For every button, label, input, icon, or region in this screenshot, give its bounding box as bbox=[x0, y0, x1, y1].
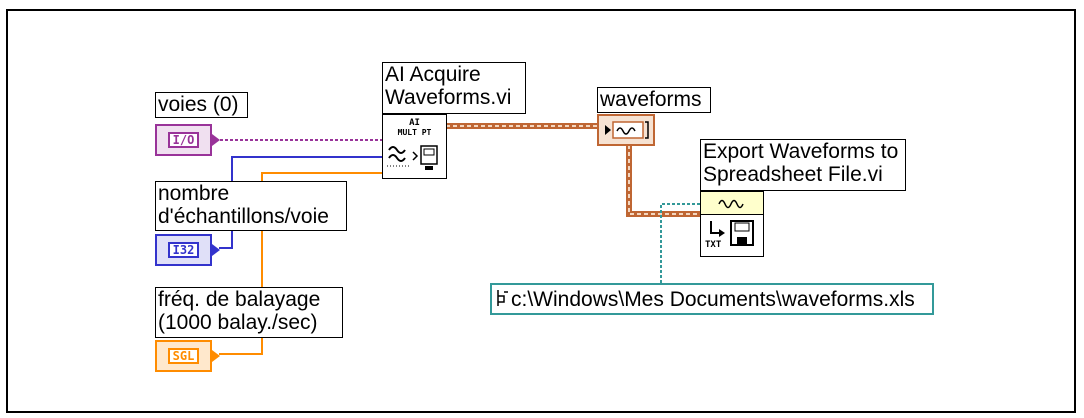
waveforms-label: waveforms bbox=[597, 87, 711, 113]
ai-acquire-waveforms-vi[interactable]: AI MULT PT bbox=[382, 114, 447, 179]
export-txt-text: TXT bbox=[705, 240, 722, 250]
waveform-array-icon bbox=[605, 121, 649, 139]
io-terminal-label: I/O bbox=[167, 132, 200, 148]
path-wire bbox=[660, 203, 700, 283]
nombre-label: nombre d'échantillons/voie bbox=[155, 181, 347, 231]
sgl-control-terminal[interactable]: SGL bbox=[155, 340, 212, 372]
export-vi-header bbox=[701, 192, 763, 215]
ai-vi-subtitle: MULT PT bbox=[397, 128, 432, 137]
i32-control-terminal[interactable]: I32 bbox=[155, 234, 212, 266]
spreadsheet-save-icon bbox=[710, 220, 754, 246]
path-text: c:\Windows\Mes Documents\waveforms.xls bbox=[511, 287, 915, 311]
ai-vi-title: AI bbox=[409, 118, 420, 128]
waveforms-indicator-terminal[interactable] bbox=[597, 114, 655, 146]
export-label: Export Waveforms to Spreadsheet File.vi bbox=[700, 139, 906, 191]
i32-terminal-arrow bbox=[212, 244, 220, 256]
i32-terminal-label: I32 bbox=[167, 242, 200, 258]
voies-label: voies (0) bbox=[155, 92, 248, 118]
io-control-terminal[interactable]: I/O bbox=[155, 124, 212, 156]
sgl-wire bbox=[219, 172, 382, 355]
sgl-terminal-arrow bbox=[212, 350, 220, 362]
export-waveforms-spreadsheet-vi[interactable]: TXT bbox=[700, 191, 764, 257]
ai-acquire-label: AI Acquire Waveforms.vi bbox=[382, 62, 526, 114]
io-terminal-arrow bbox=[212, 134, 220, 146]
ai-waveform-icon bbox=[387, 145, 438, 170]
export-waveform-icon bbox=[718, 199, 744, 209]
path-icon bbox=[497, 290, 508, 306]
freq-label: fréq. de balayage (1000 balay./sec) bbox=[155, 287, 343, 338]
path-constant[interactable]: c:\Windows\Mes Documents\waveforms.xls bbox=[490, 283, 934, 315]
sgl-terminal-label: SGL bbox=[167, 348, 200, 364]
